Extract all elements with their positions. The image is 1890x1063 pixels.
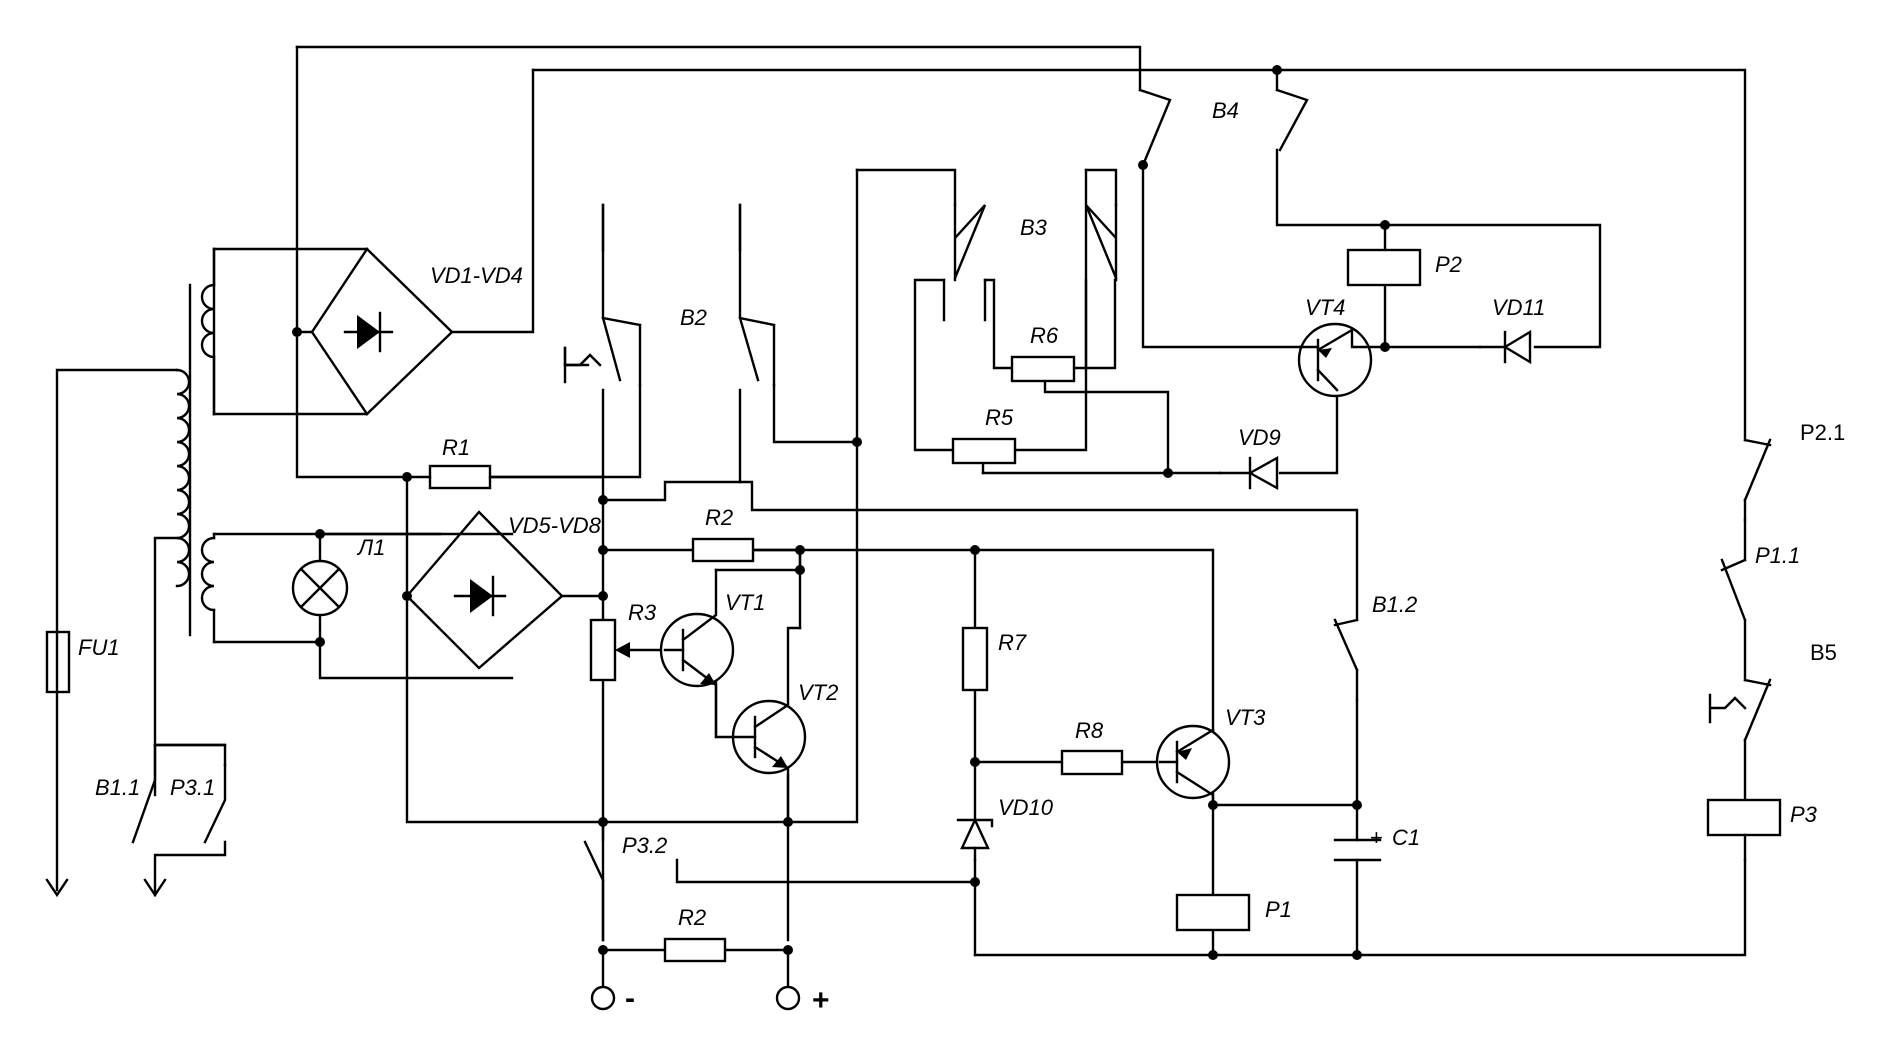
switch-p21-label: P2.1 <box>1800 420 1845 445</box>
capacitor-c1-label: C1 <box>1392 825 1420 850</box>
junction-dots <box>292 65 1390 960</box>
transistor-vt3-label: VT3 <box>1225 705 1266 730</box>
resistor-r6-label: R6 <box>1030 323 1059 348</box>
transistor-vt2-label: VT2 <box>798 680 838 705</box>
relay-p2-label: P2 <box>1435 252 1462 277</box>
resistor-r7-label: R7 <box>998 630 1027 655</box>
terminal-plus[interactable] <box>775 985 801 1011</box>
switch-b11-label: B1.1 <box>95 775 140 800</box>
capacitor-c1-plus: + <box>1370 825 1383 850</box>
switch-p31-label: P3.1 <box>170 775 215 800</box>
switch-b3-label: B3 <box>1020 215 1048 240</box>
resistor-r1: R1 <box>428 435 492 490</box>
fuse-fu1: FU1 <box>45 630 120 694</box>
capacitor-c1: + C1 <box>1333 825 1420 862</box>
switch-p32-label: P3.2 <box>622 833 667 858</box>
transformer <box>175 247 216 644</box>
switch-b5-label: B5 <box>1810 640 1837 665</box>
terminal-minus-label: - <box>625 982 635 1015</box>
resistor-r7: R7 <box>961 626 1027 692</box>
lamp-l1: Л1 <box>291 535 385 617</box>
resistor-r8-label: R8 <box>1075 718 1104 743</box>
switch-b2: B2 <box>563 203 776 387</box>
switch-b3: B3 <box>942 203 1118 322</box>
terminal-minus[interactable] <box>590 985 616 1011</box>
switch-p32: P3.2 <box>583 820 667 882</box>
switch-p21: P2.1 <box>1743 420 1845 502</box>
transistor-vt1: VT1 <box>659 568 765 739</box>
resistor-r2-bottom: R2 <box>663 905 727 963</box>
transistor-vt1-label: VT1 <box>725 590 765 615</box>
switch-b4: B4 <box>1138 88 1309 167</box>
bridge-vd1-vd4-label: VD1-VD4 <box>430 263 523 288</box>
resistor-r8: R8 <box>1060 718 1124 776</box>
relay-p2: P2 <box>1346 248 1462 287</box>
resistor-r2-bottom-label: R2 <box>678 905 706 930</box>
diode-vd9-label: VD9 <box>1238 425 1281 450</box>
ground-arrows <box>45 878 167 898</box>
zener-diode-vd10: VD10 <box>956 795 1054 862</box>
output-terminals: - + <box>590 982 830 1017</box>
potentiometer-r3-label: R3 <box>628 600 657 625</box>
diode-vd11-label: VD11 <box>1492 295 1545 320</box>
resistor-r2-top-label: R2 <box>705 505 733 530</box>
diode-vd11: VD11 <box>1478 295 1545 365</box>
switch-p11-label: P1.1 <box>1755 543 1800 568</box>
resistor-r5: R5 <box>951 405 1017 465</box>
relay-p3: P3 <box>1706 798 1818 862</box>
switch-b12: B1.2 <box>1333 592 1417 702</box>
fuse-fu1-label: FU1 <box>78 635 120 660</box>
zener-vd10-label: VD10 <box>998 795 1054 820</box>
wires <box>55 45 1747 989</box>
switch-b5: B5 <box>1708 640 1837 742</box>
relay-p1: P1 <box>1175 893 1292 932</box>
diode-vd9: VD9 <box>1218 425 1281 491</box>
diode-bridge-vd1-vd4: VD1-VD4 <box>310 247 523 416</box>
transistor-vt4: VT4 <box>1297 295 1387 398</box>
switch-b4-label: B4 <box>1212 98 1239 123</box>
diode-bridge-vd5-vd8: VD5-VD8 <box>405 510 602 670</box>
resistor-r5-label: R5 <box>985 405 1014 430</box>
bridge-vd5-vd8-label: VD5-VD8 <box>508 513 602 538</box>
terminal-plus-label: + <box>812 984 830 1017</box>
switch-b12-label: B1.2 <box>1372 592 1417 617</box>
transformer-secondary-winding-2 <box>200 536 216 612</box>
switch-b2-label: B2 <box>680 305 707 330</box>
transistor-vt4-label: VT4 <box>1305 295 1345 320</box>
transistor-vt3: VT3 <box>1155 705 1266 807</box>
resistor-r6: R6 <box>1010 323 1076 383</box>
resistor-r1-label: R1 <box>442 435 470 460</box>
switch-b11-p31: B1.1 P3.1 <box>95 743 227 897</box>
switch-p11: P1.1 <box>1720 518 1800 622</box>
transformer-secondary-winding-1 <box>200 283 216 359</box>
potentiometer-r3: R3 <box>589 600 667 682</box>
transistor-vt2: VT2 <box>731 626 838 824</box>
relay-p3-label: P3 <box>1790 802 1818 827</box>
lamp-l1-label: Л1 <box>356 535 385 560</box>
resistor-r2-top: R2 <box>691 505 755 563</box>
transformer-primary-winding <box>175 368 191 588</box>
relay-p1-label: P1 <box>1265 897 1292 922</box>
